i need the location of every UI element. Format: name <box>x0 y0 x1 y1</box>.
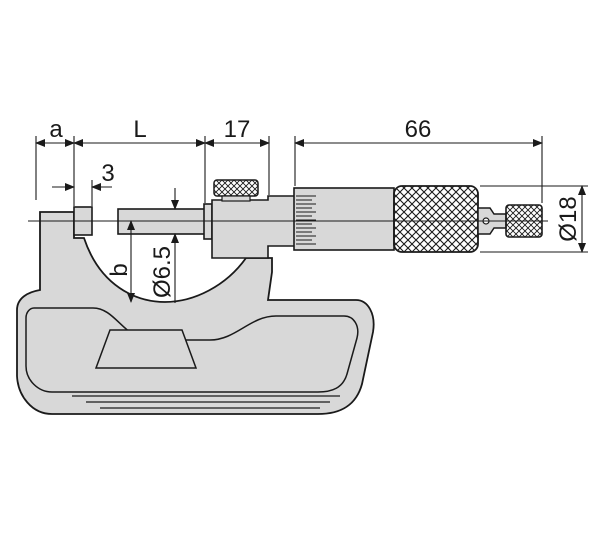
thimble-sleeve <box>293 187 395 251</box>
label-66: 66 <box>405 116 432 143</box>
graduation-lines <box>296 195 316 245</box>
frame-grip-lines <box>72 395 340 409</box>
label-b: b <box>106 263 133 276</box>
label-dia18: Ø18 <box>555 196 582 241</box>
frame-window <box>94 329 198 369</box>
label-3: 3 <box>101 160 114 187</box>
lock-nut-base <box>221 195 251 202</box>
lock-nut-knob <box>213 179 259 197</box>
label-L: L <box>133 116 146 143</box>
label-a: a <box>49 116 63 143</box>
hub <box>211 195 297 259</box>
label-17: 17 <box>224 116 251 143</box>
knurled-thimble <box>393 185 479 253</box>
label-dia6-5: Ø6.5 <box>149 246 176 298</box>
